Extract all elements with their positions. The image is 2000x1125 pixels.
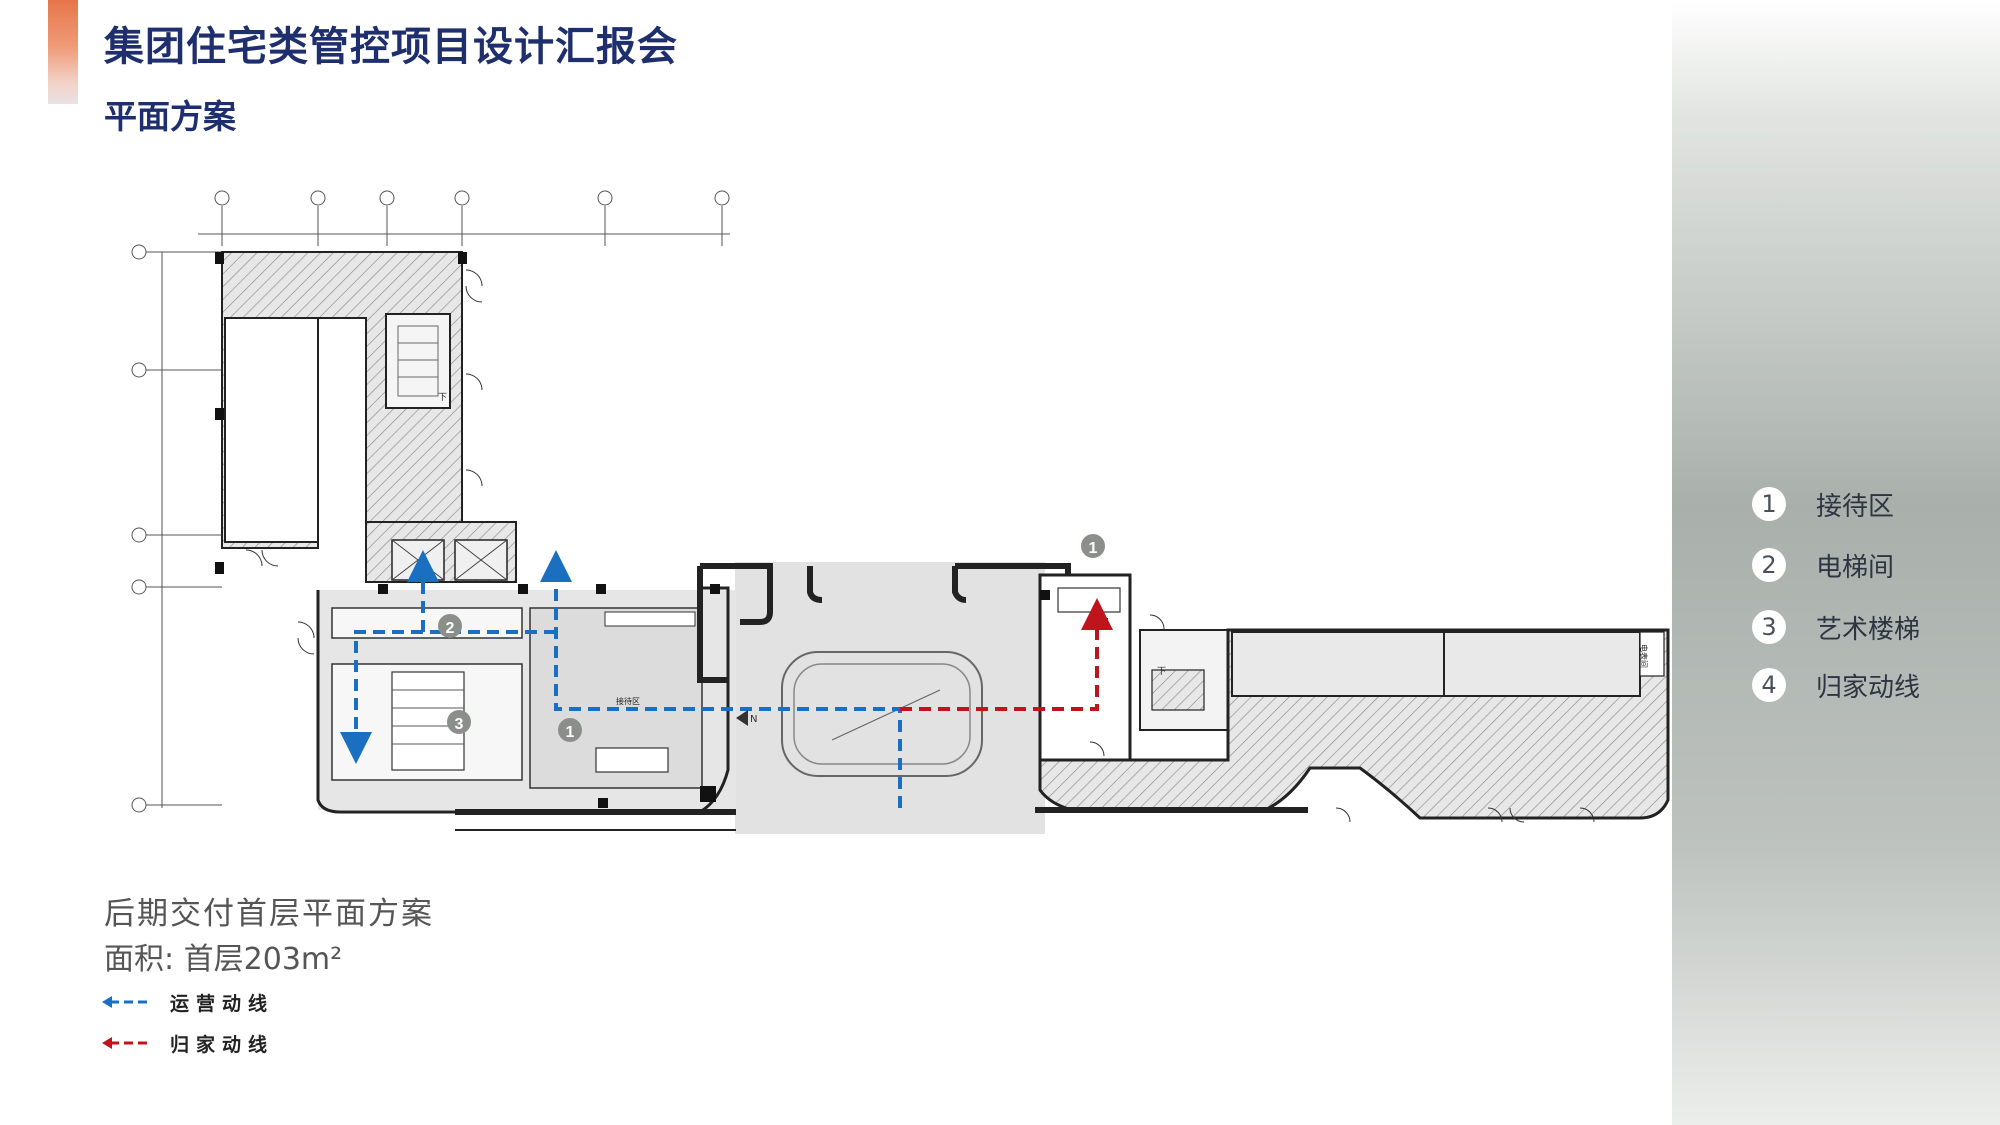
legend-number-badge: 2 [1752,548,1786,582]
svg-text:1: 1 [566,724,575,741]
operation-route-label: 运营动线 [170,992,275,1015]
east-stair-down-label: 下 [1157,667,1166,677]
plan-marker-2: 2 [438,614,462,638]
page-title: 集团住宅类管控项目设计汇报会 [104,24,678,70]
legend-label: 归家动线 [1816,672,1921,703]
plan-marker-1: 1 [558,718,582,742]
mailbox-block [1057,587,1121,613]
north-lobby [224,317,319,543]
north-stair-down-label: 下 [438,393,447,403]
legend-operation-route: 运营动线 [100,987,274,1017]
legend-number-badge: 4 [1752,668,1786,702]
legend-label: 电梯间 [1816,552,1895,583]
legend-label: 艺术楼梯 [1816,614,1921,645]
east-room-1 [1231,631,1445,697]
legend-item-art-stair: 3 艺术楼梯 [1752,607,1920,647]
legend-home-route: 归家动线 [100,1028,274,1058]
electric-room [1639,631,1665,677]
plan-marker-1-east: 1 [1081,534,1105,558]
legend-item-home-route: 4 归家动线 [1752,665,1920,705]
courtyard-pool [781,651,983,777]
page-subtitle: 平面方案 [104,97,236,136]
svg-text:3: 3 [455,716,464,733]
red-dashed-arrow-icon [102,1037,150,1049]
blue-dashed-arrow-icon [102,996,150,1008]
left-dimension-axis [131,244,222,813]
north-stair-core [385,313,451,409]
legend-number-badge: 1 [1752,487,1786,521]
reception-area-label: 接待区 [616,696,640,706]
top-dimension-axis [198,190,730,246]
plan-marker-3: 3 [447,710,471,734]
svg-text:1: 1 [1089,540,1098,557]
home-route-label: 归家动线 [170,1033,275,1056]
door-swings [245,269,1595,823]
plan-area: 面积: 首层203m² [104,942,343,977]
reception-desk [604,611,696,627]
structural-columns [215,252,1108,808]
north-arrow-icon: N [736,710,757,726]
central-courtyard [735,562,1045,834]
legend-number-badge: 3 [1752,610,1786,644]
legend-item-reception: 1 接待区 [1752,484,1894,524]
operation-route [340,550,902,808]
svg-text:N: N [750,714,757,725]
title-accent-bar [48,0,78,104]
legend-item-elevator: 2 电梯间 [1752,545,1894,585]
floor-plan-drawing: 1 2 3 1 接待区 电表间 下 下 N [131,190,1670,834]
electric-room-label: 电表间 [1639,644,1649,668]
svg-text:2: 2 [446,620,455,637]
legend-label: 接待区 [1816,491,1895,522]
home-route [900,598,1113,711]
right-gradient-panel [1672,0,2000,1125]
plan-caption: 后期交付首层平面方案 [104,896,434,932]
reception-sofa [595,747,669,773]
east-room-2 [1443,631,1641,697]
